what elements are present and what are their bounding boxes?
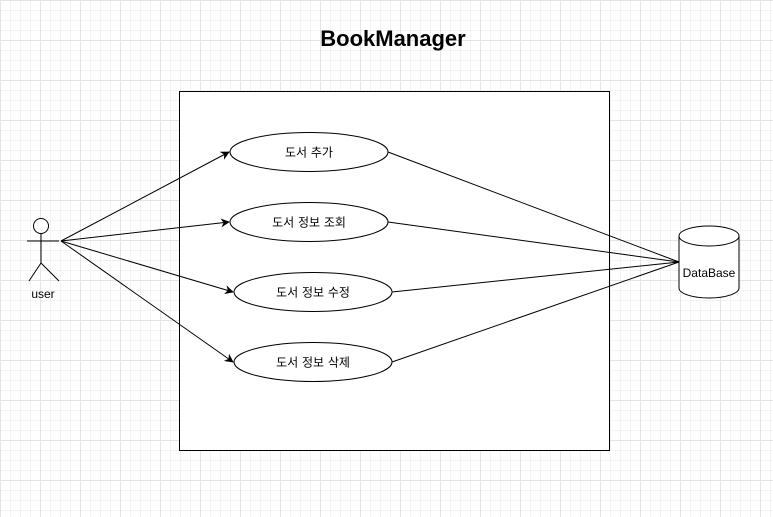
actor-label: user	[31, 287, 54, 301]
association-arrow[interactable]	[60, 151, 230, 242]
use-case-label: 도서 정보 조회	[272, 216, 346, 230]
use-case-ellipse[interactable]	[229, 132, 389, 172]
database[interactable]: DataBase	[678, 225, 740, 299]
use-case-add-book[interactable]: 도서 추가	[229, 132, 389, 172]
stick-figure-icon	[27, 218, 60, 282]
actor-associations	[60, 151, 234, 363]
database-label: DataBase	[683, 266, 736, 280]
use-case-delete-book[interactable]: 도서 정보 삭제	[233, 342, 393, 382]
association-arrow[interactable]	[60, 240, 234, 363]
cylinder-database-icon	[678, 225, 740, 299]
association-arrow[interactable]	[60, 240, 234, 295]
association-line[interactable]	[387, 151, 680, 263]
association-line[interactable]	[391, 261, 680, 363]
association-line[interactable]	[391, 261, 680, 293]
use-case-ellipse[interactable]	[233, 272, 393, 312]
use-case-ellipse[interactable]	[233, 342, 393, 382]
use-case-edit-book[interactable]: 도서 정보 수정	[233, 272, 393, 312]
diagram-title: BookManager	[320, 26, 466, 51]
use-case-label: 도서 추가	[285, 146, 333, 160]
use-case-label: 도서 정보 수정	[276, 286, 350, 300]
use-case-ellipse[interactable]	[229, 202, 389, 242]
association-arrow[interactable]	[60, 218, 230, 242]
use-case-view-book[interactable]: 도서 정보 조회	[229, 202, 389, 242]
use-case-label: 도서 정보 삭제	[276, 356, 350, 370]
database-associations	[387, 151, 680, 363]
association-line[interactable]	[387, 221, 680, 263]
actor-user[interactable]: user	[27, 218, 60, 302]
